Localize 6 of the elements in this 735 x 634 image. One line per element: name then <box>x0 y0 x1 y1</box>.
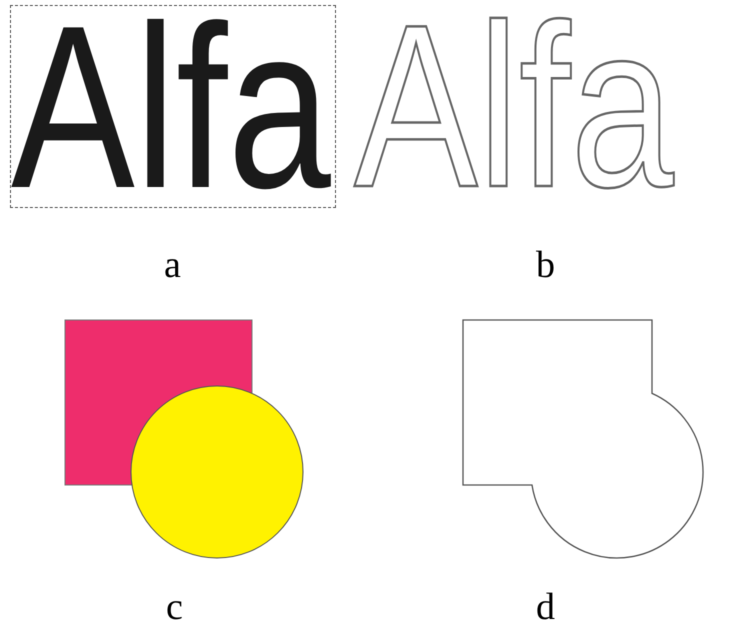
panel-letter: b <box>536 246 555 284</box>
panel-letter: d <box>536 588 555 626</box>
panel-letter: c <box>166 588 183 626</box>
large-text: Alfa <box>11 0 331 224</box>
outlined-text: Alfa <box>354 0 674 223</box>
panel-letter: a <box>164 246 181 284</box>
